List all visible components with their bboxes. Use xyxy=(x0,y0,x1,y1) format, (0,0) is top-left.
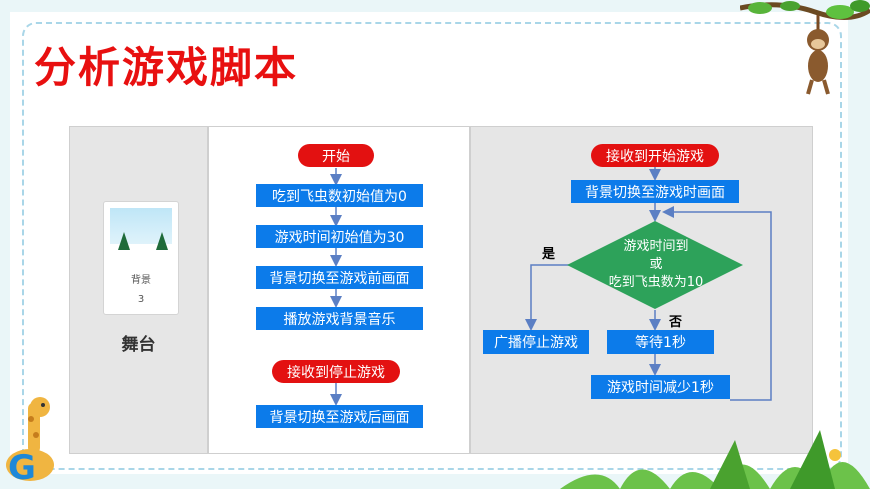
monkey-illustration xyxy=(740,0,870,95)
switch-backdrop-post-block[interactable]: 背景切换至游戏后画面 xyxy=(256,405,423,428)
hat-label: 开始 xyxy=(322,148,350,165)
hat-label: 接收到开始游戏 xyxy=(606,148,704,165)
play-music-block[interactable]: 播放游戏背景音乐 xyxy=(256,307,423,330)
snow-scene-image xyxy=(110,208,172,256)
grass-decoration xyxy=(560,430,870,489)
switch-backdrop-game-block[interactable]: 背景切换至游戏时画面 xyxy=(571,180,739,203)
svg-text:G: G xyxy=(8,448,36,488)
condition-line-1: 游戏时间到 xyxy=(623,239,689,254)
backdrop-count: 3 xyxy=(137,294,145,305)
when-flag-clicked-hat[interactable]: 开始 xyxy=(298,144,374,167)
backdrop-name: 背景 xyxy=(131,275,151,286)
broadcast-stop-block[interactable]: 广播停止游戏 xyxy=(483,330,589,354)
set-flies-block[interactable]: 吃到飞虫数初始值为0 xyxy=(256,184,423,207)
decision-diamond xyxy=(567,221,743,309)
giraffe-illustration: G xyxy=(6,397,54,488)
receive-stop-hat[interactable]: 接收到停止游戏 xyxy=(272,360,400,383)
yes-label: 是 xyxy=(542,247,556,262)
condition-line-3: 吃到飞虫数为10 xyxy=(608,275,704,290)
no-label: 否 xyxy=(669,315,683,330)
set-time-block[interactable]: 游戏时间初始值为30 xyxy=(256,225,423,248)
backdrop-thumbnail[interactable]: 背景 3 xyxy=(103,201,179,315)
wait-block[interactable]: 等待1秒 xyxy=(607,330,714,354)
page-title: 分析游戏脚本 xyxy=(34,43,299,92)
decrease-time-block[interactable]: 游戏时间减少1秒 xyxy=(591,375,730,399)
decision-condition: 游戏时间到 或 吃到飞虫数为10 xyxy=(568,238,744,292)
stage-label: 舞台 xyxy=(121,335,156,355)
condition-line-2: 或 xyxy=(649,257,663,272)
hat-label: 接收到停止游戏 xyxy=(287,364,385,381)
switch-backdrop-pre-block[interactable]: 背景切换至游戏前画面 xyxy=(256,266,423,289)
receive-start-hat[interactable]: 接收到开始游戏 xyxy=(591,144,719,167)
dashed-frame xyxy=(22,22,842,470)
